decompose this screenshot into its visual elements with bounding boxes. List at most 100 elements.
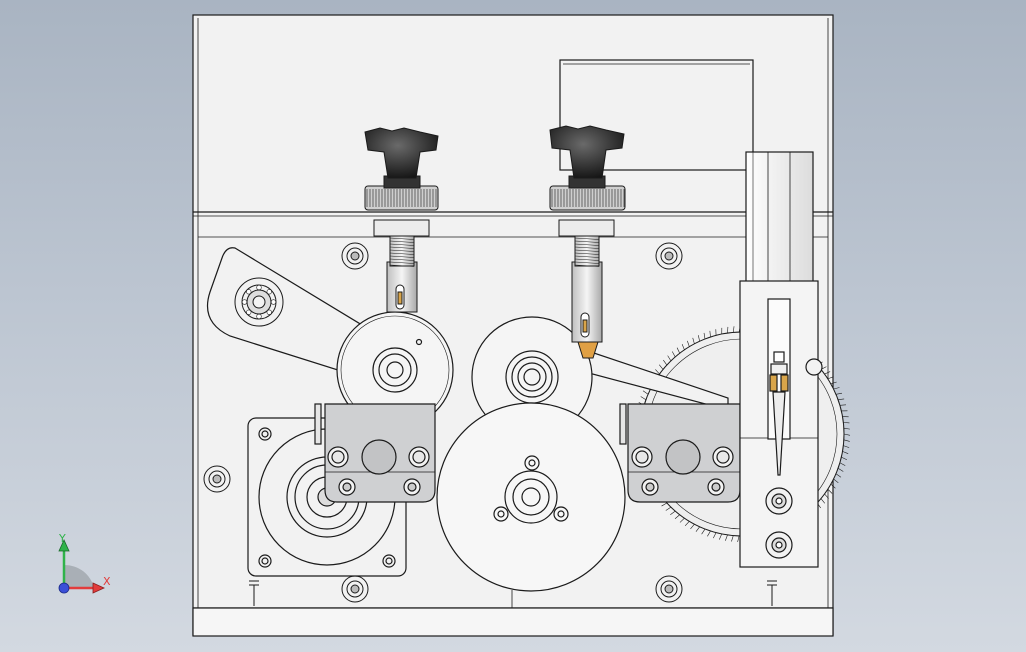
gear-tooth <box>827 376 834 380</box>
screw-left <box>203 465 231 493</box>
gear-tooth <box>663 359 668 366</box>
cutter-block <box>739 280 823 568</box>
screw-top-left <box>341 242 369 270</box>
thread-line <box>389 243 415 246</box>
right-bracket <box>619 403 741 503</box>
thread-line <box>389 252 415 255</box>
left-tension-knob-assembly[interactable] <box>364 127 439 313</box>
thread-line <box>389 255 415 258</box>
z-axis-dot <box>58 582 70 594</box>
gear-tooth <box>838 398 845 401</box>
gear-tooth <box>679 517 685 523</box>
gear-tooth <box>830 483 836 489</box>
gear-tooth <box>824 493 829 499</box>
gear-tooth <box>839 462 846 466</box>
gear-tooth <box>841 456 848 460</box>
screw-bottom-left <box>341 575 369 603</box>
bearing-ball <box>266 289 272 295</box>
thread-line <box>389 246 415 249</box>
gear-tooth <box>658 364 664 370</box>
bearing-ball <box>246 289 252 295</box>
gear-tooth <box>667 355 672 362</box>
gear-tooth <box>655 369 660 375</box>
bearing-ball <box>256 313 262 320</box>
gear-tooth <box>676 347 680 354</box>
gear-tooth <box>833 387 840 390</box>
left-bracket <box>314 403 436 503</box>
bearing-ball <box>241 299 248 305</box>
screw-bottom-right <box>655 575 683 603</box>
gear-tooth <box>824 371 831 375</box>
gear-tooth <box>731 535 734 542</box>
thread-line <box>389 264 415 267</box>
gear-tooth <box>835 392 843 395</box>
drive-wheel <box>436 402 626 592</box>
thread-line <box>574 243 600 246</box>
gear-tooth <box>690 524 695 530</box>
gear-tooth <box>833 478 839 484</box>
gear-tooth <box>703 332 706 339</box>
thread-line <box>574 237 600 240</box>
gear-tooth <box>737 535 740 542</box>
gear-tooth <box>830 381 837 385</box>
thread-line <box>574 261 600 264</box>
thread-line <box>574 258 600 261</box>
gear-tooth <box>640 396 647 400</box>
gear-tooth <box>661 502 668 507</box>
gear-tooth <box>684 521 690 527</box>
gear-tooth <box>707 530 711 537</box>
gear-tooth <box>698 335 700 342</box>
gear-tooth <box>719 533 723 540</box>
top-frame <box>559 59 754 171</box>
vertical-rail <box>745 151 814 283</box>
gear-tooth <box>843 422 850 424</box>
gear-tooth <box>695 526 700 532</box>
base-plate <box>192 607 834 637</box>
right-tension-knob-assembly[interactable] <box>549 125 626 359</box>
coordinate-triad[interactable] <box>58 539 105 594</box>
gear-tooth <box>820 498 826 504</box>
thread-line <box>574 246 600 249</box>
gear-tooth <box>692 337 695 344</box>
thread-line <box>574 252 600 255</box>
gear-tooth <box>665 506 672 511</box>
bottom-pins <box>249 580 777 606</box>
bearing-ball <box>256 284 262 291</box>
y-axis-label: Y <box>59 532 66 545</box>
gear-tooth <box>687 340 690 347</box>
gear-tooth <box>837 468 844 472</box>
gear-tooth <box>843 439 850 442</box>
thread-line <box>574 255 600 258</box>
motor-screws <box>258 427 396 568</box>
gear-tooth <box>670 510 676 516</box>
x-axis-label: X <box>103 575 111 588</box>
gear-tooth <box>835 473 842 478</box>
gear-tooth <box>725 534 728 541</box>
gear-tooth <box>843 445 850 448</box>
thread-line <box>389 258 415 261</box>
gear-tooth <box>674 514 680 519</box>
gear-tooth <box>681 344 685 350</box>
thread-line <box>574 240 600 243</box>
gear-tooth <box>843 427 850 430</box>
thread-line <box>389 237 415 240</box>
thread-line <box>389 261 415 264</box>
gear-tooth <box>842 451 849 454</box>
thread-line <box>389 240 415 243</box>
gear-tooth <box>642 390 649 395</box>
gear-tooth <box>827 488 833 494</box>
bearing-ball <box>270 299 277 305</box>
screw-top-right <box>655 242 683 270</box>
gear-tooth <box>713 532 717 539</box>
bearing-ball <box>266 309 272 315</box>
gear-tooth <box>732 326 735 333</box>
middle-pulley <box>471 316 593 438</box>
thread-line <box>574 249 600 252</box>
thread-line <box>574 264 600 267</box>
gear-tooth <box>701 528 706 535</box>
thread-line <box>389 249 415 252</box>
mount-screws <box>203 242 683 603</box>
gear-tooth <box>843 433 851 436</box>
